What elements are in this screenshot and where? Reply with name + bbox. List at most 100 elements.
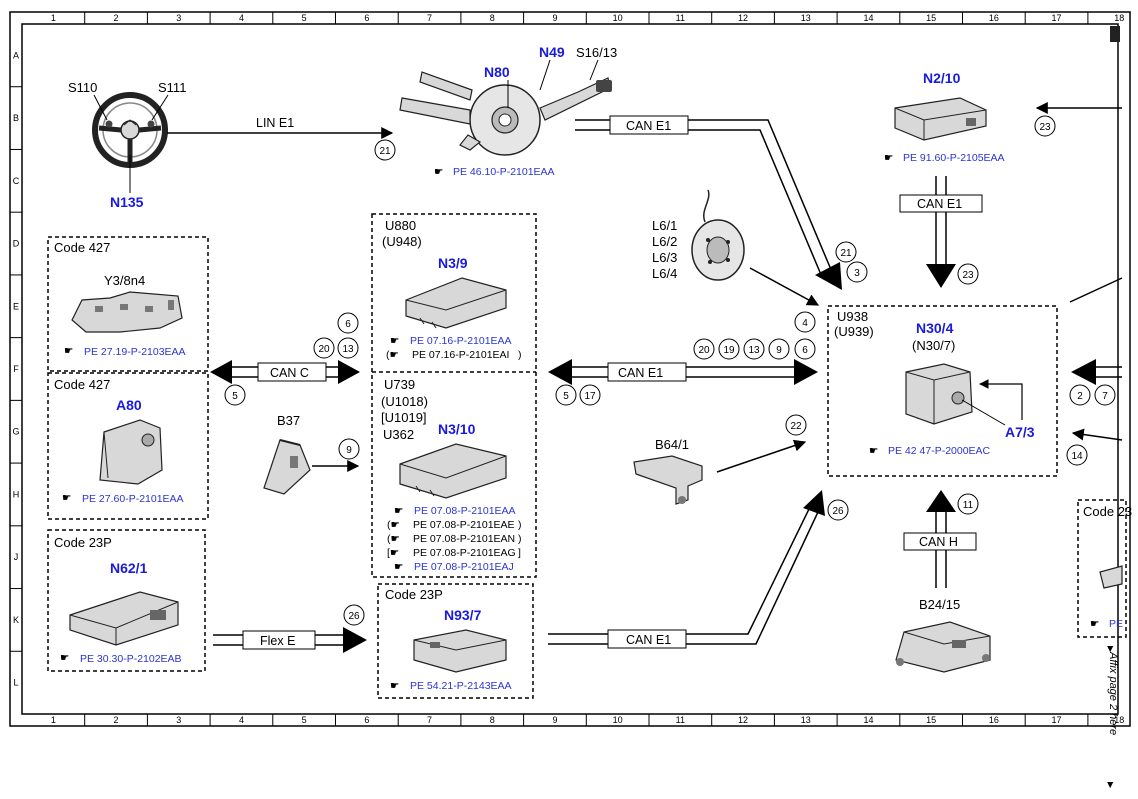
- u938-label: U938: [837, 309, 868, 324]
- n80-label[interactable]: N80: [484, 64, 510, 80]
- grid-column-label: 8: [490, 715, 495, 725]
- circle-ref-23: 23: [962, 270, 974, 281]
- can-e1-mid-label: CAN E1: [618, 366, 663, 380]
- n62-1-label[interactable]: N62/1: [110, 560, 148, 576]
- n3-10-reference-4[interactable]: PE 07.08-P-2101EAG: [413, 547, 516, 559]
- u739-label: U739: [384, 377, 415, 392]
- circle-ref-20: 20: [318, 344, 330, 355]
- code-427-box: [47, 236, 209, 372]
- s111-label: S111: [158, 80, 186, 95]
- grid-column-label: 17: [1052, 715, 1062, 725]
- n2-10-label[interactable]: N2/10: [923, 70, 961, 86]
- y3-8n4-label: Y3/8n4: [104, 273, 145, 288]
- flex-e-label: Flex E: [260, 634, 295, 648]
- steering-wheel-icon: [92, 92, 168, 168]
- l6-3-label: L6/3: [652, 250, 677, 265]
- n30-7-label: (N30/7): [912, 338, 955, 353]
- pedal-sensor-icon: [263, 439, 311, 495]
- grid-column-label: 3: [176, 13, 181, 23]
- grid-column-label: 13: [801, 13, 811, 23]
- n62-1-module-icon: [69, 591, 179, 646]
- n2-10-module-icon: [894, 97, 987, 141]
- grid-column-label: 14: [863, 715, 873, 725]
- right-reference[interactable]: PE: [1109, 618, 1123, 630]
- code-427-label: Code 427: [54, 240, 110, 255]
- n3-10-label[interactable]: N3/10: [438, 421, 476, 437]
- wheel-speed-sensor-icon: [691, 189, 745, 281]
- bracket-close: ): [518, 533, 522, 545]
- grid-row-label: D: [13, 239, 20, 249]
- n3-9-reference-1[interactable]: PE 07.16-P-2101EAA: [410, 335, 512, 347]
- book-icon: ☛: [390, 680, 399, 692]
- circle-ref-13: 13: [342, 344, 354, 355]
- can-e1-top-label: CAN E1: [626, 119, 671, 133]
- n3-10-reference-1[interactable]: PE 07.08-P-2101EAA: [414, 505, 516, 517]
- code-23-right-box: [1077, 499, 1127, 638]
- circle-ref-26: 26: [348, 611, 360, 622]
- code-23p-label: Code 23P: [385, 587, 443, 602]
- can-e1-right-bus: [899, 176, 983, 288]
- grid-row-label: E: [13, 301, 19, 311]
- n49-label[interactable]: N49: [539, 44, 565, 60]
- circle-ref-9: 9: [346, 445, 352, 456]
- circle-ref-19: 19: [723, 345, 735, 356]
- n93-7-label[interactable]: N93/7: [444, 607, 482, 623]
- grid-column-label: 4: [239, 13, 244, 23]
- grid-row-label: G: [12, 427, 19, 437]
- flex-e-bus: [213, 627, 367, 653]
- circle-ref-7: 7: [1102, 391, 1108, 402]
- n3-10-reference-2[interactable]: PE 07.08-P-2101EAE: [413, 519, 515, 531]
- b37-label: B37: [277, 413, 300, 428]
- n3-10-reference-3[interactable]: PE 07.08-P-2101EAN: [413, 533, 515, 545]
- code-23-right-label: Code 23: [1083, 504, 1132, 519]
- u939-label: (U939): [834, 324, 874, 339]
- circle-ref-21: 21: [379, 146, 391, 157]
- triangle-down-icon: ▼: [1105, 643, 1115, 655]
- affix-page-note: Affix page 2 here: [1107, 651, 1119, 735]
- circle-ref-4: 4: [802, 318, 808, 329]
- circle-ref-20: 20: [698, 345, 710, 356]
- circle-ref-23: 23: [1039, 122, 1051, 133]
- grid-column-label: 7: [427, 715, 432, 725]
- book-icon: ☛: [394, 561, 403, 573]
- n62-1-reference[interactable]: PE 30.30-P-2102EAB: [80, 653, 182, 665]
- a80-label[interactable]: A80: [116, 397, 142, 413]
- n30-4-reference[interactable]: PE 42 47-P-2000EAC: [888, 445, 991, 457]
- book-icon: ☛: [390, 335, 399, 347]
- circle-ref-6: 6: [345, 319, 351, 330]
- grid-column-label: 18: [1114, 715, 1124, 725]
- book-icon: ☛: [869, 445, 878, 457]
- n135-label[interactable]: N135: [110, 194, 144, 210]
- a7-3-label[interactable]: A7/3: [1005, 424, 1035, 440]
- n2-10-reference[interactable]: PE 91.60-P-2105EAA: [903, 152, 1005, 164]
- grid-column-label: 10: [613, 715, 623, 725]
- steering-column-module-icon: [399, 71, 612, 156]
- grid-column-label: 1: [51, 715, 56, 725]
- pressure-sensor-icon: [633, 455, 703, 505]
- y3-reference[interactable]: PE 27.19-P-2103EAA: [84, 346, 186, 358]
- n3-9-label[interactable]: N3/9: [438, 255, 468, 271]
- a80-reference[interactable]: PE 27.60-P-2101EAA: [82, 493, 184, 505]
- grid-column-label: 14: [863, 13, 873, 23]
- n93-7-reference[interactable]: PE 54.21-P-2143EAA: [410, 680, 512, 692]
- n3-10-reference-5[interactable]: PE 07.08-P-2101EAJ: [414, 561, 514, 573]
- grid-column-label: 16: [989, 715, 999, 725]
- code-427-a80-box: [47, 372, 209, 520]
- n3-9-reference-2[interactable]: PE 07.16-P-2101EAI: [412, 349, 509, 361]
- grid-row-label: L: [13, 678, 18, 688]
- circle-ref-2: 2: [1077, 391, 1083, 402]
- grid-column-label: 9: [552, 13, 557, 23]
- can-h-bus: [903, 490, 977, 588]
- n30-4-label[interactable]: N30/4: [916, 320, 954, 336]
- grid-column-label: 11: [676, 13, 685, 23]
- grid-row-label: K: [13, 615, 19, 625]
- can-c-bus: [210, 360, 360, 384]
- bracket-close: ]: [518, 547, 521, 559]
- abs-esp-box: [827, 305, 1058, 477]
- n80-reference[interactable]: PE 46.10-P-2101EAA: [453, 166, 555, 178]
- grid-column-label: 10: [613, 13, 623, 23]
- grid-frame: 1122334455667788991010111112121313141415…: [9, 11, 1131, 727]
- circle-ref-26: 26: [832, 506, 844, 517]
- can-e1-right-label: CAN E1: [917, 197, 962, 211]
